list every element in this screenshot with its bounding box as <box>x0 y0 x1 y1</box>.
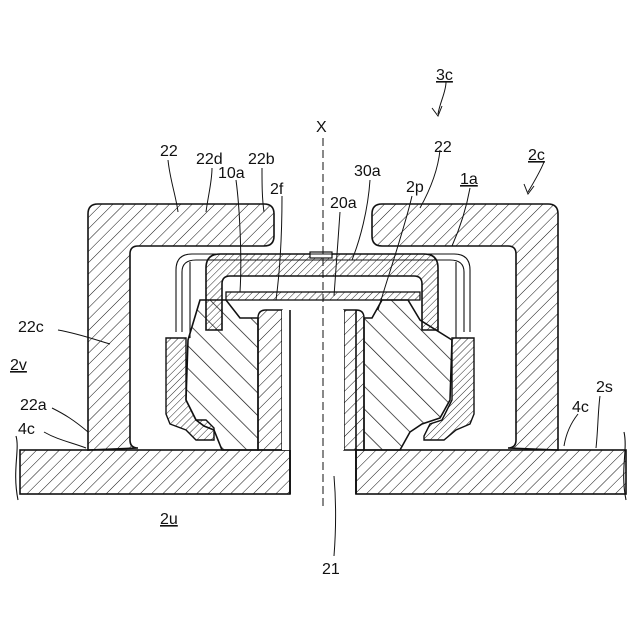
label-2s: 2s <box>596 379 613 396</box>
label-20a: 20a <box>330 195 357 212</box>
label-22c: 22c <box>18 319 44 336</box>
arrow-3c <box>438 82 446 114</box>
label-4c-left: 4c <box>18 421 35 438</box>
label-22a: 22a <box>20 397 47 414</box>
label-3c: 3c <box>436 67 453 84</box>
label-4c-right: 4c <box>572 399 589 416</box>
label-1a: 1a <box>460 171 478 188</box>
label-30a: 30a <box>354 163 381 180</box>
label-22b: 22b <box>248 151 275 168</box>
label-22-right: 22 <box>434 139 452 156</box>
label-2u: 2u <box>160 511 178 528</box>
label-10a: 10a <box>218 165 245 182</box>
label-2p: 2p <box>406 179 424 196</box>
label-2f: 2f <box>270 181 284 198</box>
arrow-2c <box>528 162 544 192</box>
label-21: 21 <box>322 561 340 578</box>
label-2c: 2c <box>528 147 545 164</box>
label-2v: 2v <box>10 357 27 374</box>
label-x: X <box>316 119 327 136</box>
label-22-left: 22 <box>160 143 178 160</box>
